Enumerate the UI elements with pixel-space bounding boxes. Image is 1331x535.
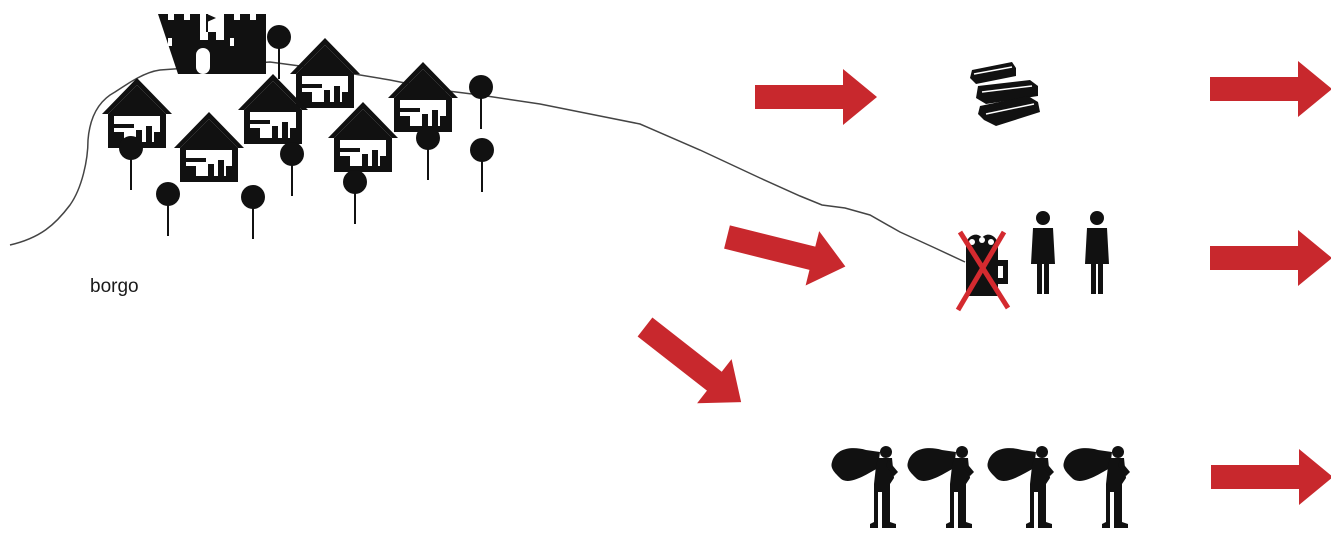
arrow-right-icon — [755, 69, 877, 125]
arrow-right-icon — [1210, 230, 1331, 286]
house-icon — [388, 62, 458, 132]
arrow-right-icon — [1211, 449, 1331, 505]
person-icon — [1031, 211, 1055, 294]
castle-icon — [158, 14, 266, 74]
tree-icon — [470, 138, 494, 192]
arrow-right-icon — [1210, 61, 1331, 117]
porter-carrying-sack-icon — [831, 446, 898, 528]
arrow-right-icon — [720, 210, 852, 294]
tree-icon — [280, 142, 304, 196]
porter-carrying-sack-icon — [907, 446, 974, 528]
house-icon — [328, 102, 398, 172]
tree-icon — [469, 75, 493, 129]
tree-icon — [343, 170, 367, 224]
porter-carrying-sack-icon — [1063, 446, 1130, 528]
house-icon — [102, 78, 172, 148]
house-icon — [174, 112, 244, 182]
tree-icon — [267, 25, 291, 79]
arrow-right-icon — [628, 305, 759, 424]
books-icon — [970, 62, 1040, 126]
tree-icon — [416, 126, 440, 180]
house-icon — [290, 38, 360, 108]
village-label: borgo — [90, 276, 139, 298]
tree-icon — [241, 185, 265, 239]
porter-carrying-sack-icon — [987, 446, 1054, 528]
tree-icon — [119, 136, 143, 190]
person-icon — [1085, 211, 1109, 294]
tree-icon — [156, 182, 180, 236]
